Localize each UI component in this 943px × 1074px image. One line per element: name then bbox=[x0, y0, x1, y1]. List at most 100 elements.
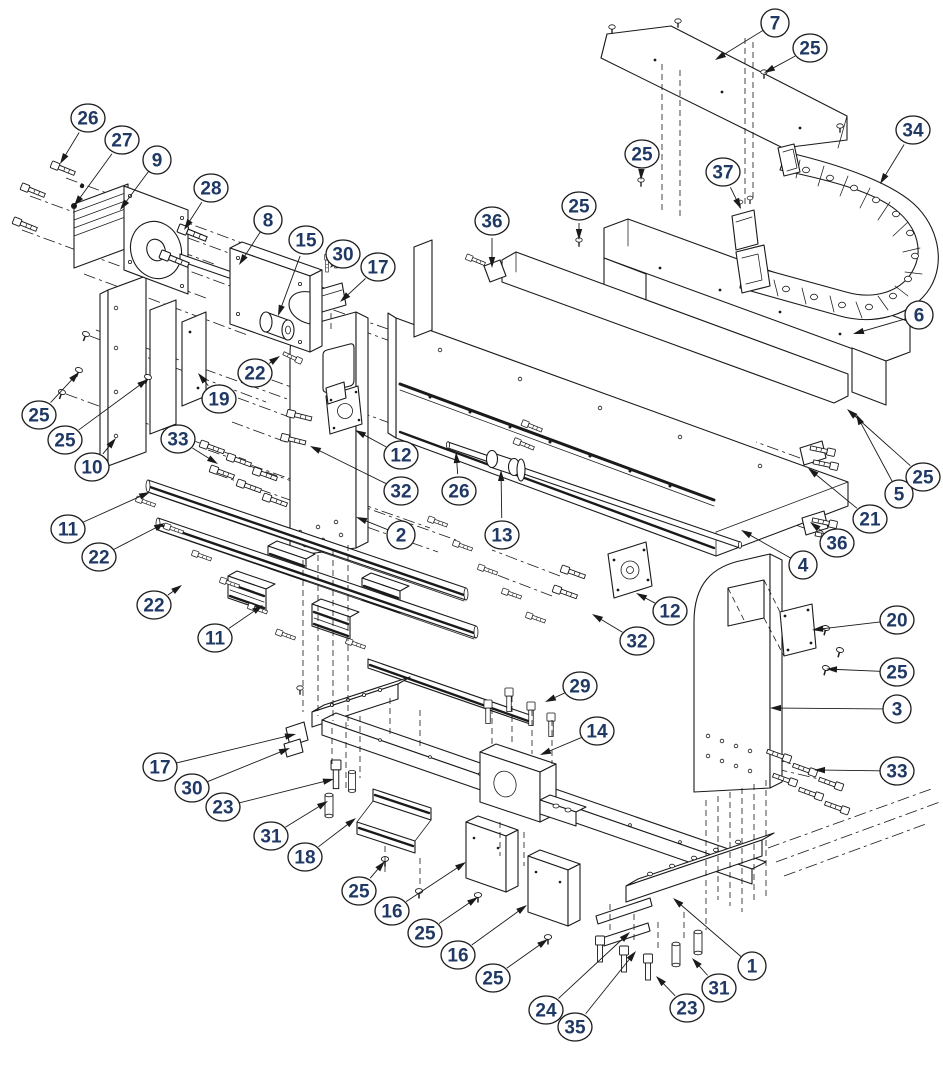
balloon-7: 7 bbox=[715, 8, 790, 60]
balloon-number: 2 bbox=[396, 526, 407, 547]
balloon-23: 23 bbox=[656, 976, 705, 1023]
balloon-10: 10 bbox=[74, 438, 116, 482]
balloon-number: 32 bbox=[626, 632, 647, 653]
balloon-number: 25 bbox=[28, 406, 50, 427]
balloon-number: 25 bbox=[631, 145, 653, 166]
balloon-number: 16 bbox=[381, 902, 402, 923]
balloon-31: 31 bbox=[253, 801, 328, 851]
balloon-number: 15 bbox=[295, 231, 317, 252]
balloon-number: 20 bbox=[886, 611, 907, 632]
balloon-number: 22 bbox=[244, 364, 265, 385]
limit-switch-lower bbox=[283, 721, 309, 758]
balloon-36: 36 bbox=[810, 522, 855, 558]
balloon-24: 24 bbox=[528, 932, 630, 1025]
balloon-number: 25 bbox=[568, 197, 590, 218]
balloon-11: 11 bbox=[197, 605, 263, 653]
balloon-19: 19 bbox=[198, 373, 237, 414]
balloon-number: 33 bbox=[886, 762, 907, 783]
ballscrew bbox=[445, 419, 743, 549]
shaft-coupling bbox=[259, 311, 304, 365]
balloon-number: 35 bbox=[564, 1018, 586, 1039]
balloon-number: 16 bbox=[447, 946, 468, 967]
balloon-number: 21 bbox=[859, 510, 881, 531]
chain-bracket bbox=[731, 195, 759, 251]
balloon-number: 33 bbox=[167, 430, 188, 451]
balloon-number: 36 bbox=[826, 534, 847, 555]
balloon-32: 32 bbox=[592, 614, 655, 656]
balloon-number: 1 bbox=[747, 957, 758, 978]
shim-plate bbox=[181, 311, 207, 407]
beam-top-slat bbox=[501, 251, 849, 404]
balloon-number: 36 bbox=[481, 212, 502, 233]
balloon-22: 22 bbox=[81, 523, 165, 572]
balloon-6: 6 bbox=[853, 300, 934, 335]
drag-chain bbox=[735, 143, 939, 320]
balloon-number: 25 bbox=[799, 39, 821, 60]
balloon-25: 25 bbox=[475, 939, 548, 993]
balloon-9: 9 bbox=[120, 145, 172, 210]
balloon-number: 25 bbox=[886, 663, 908, 684]
balloon-23: 23 bbox=[205, 778, 334, 822]
balloon-1: 1 bbox=[673, 898, 767, 981]
balloon-number: 27 bbox=[111, 131, 132, 152]
balloon-number: 26 bbox=[448, 482, 469, 503]
balloon-number: 25 bbox=[54, 431, 76, 452]
balloon-number: 14 bbox=[586, 722, 608, 743]
balloon-number: 25 bbox=[348, 882, 370, 903]
balloon-25: 25 bbox=[21, 372, 79, 430]
balloon-number: 25 bbox=[912, 468, 934, 489]
balloon-28: 28 bbox=[184, 173, 229, 230]
balloon-25: 25 bbox=[764, 33, 828, 73]
balloon-number: 3 bbox=[892, 700, 903, 721]
balloon-26: 26 bbox=[60, 103, 106, 164]
balloon-number: 23 bbox=[212, 798, 233, 819]
balloon-16: 16 bbox=[440, 905, 527, 970]
balloon-number: 26 bbox=[77, 109, 98, 130]
balloon-11: 11 bbox=[50, 492, 150, 544]
balloon-number: 23 bbox=[676, 999, 697, 1020]
main-beam bbox=[387, 239, 849, 557]
cover-plate bbox=[600, 25, 848, 149]
balloon-number: 6 bbox=[914, 306, 925, 327]
balloon-35: 35 bbox=[557, 951, 636, 1042]
balloon-18: 18 bbox=[287, 818, 356, 872]
bracket-18 bbox=[356, 788, 432, 854]
balloon-number: 5 bbox=[894, 485, 905, 506]
balloon-number: 13 bbox=[491, 526, 512, 547]
balloon-number: 17 bbox=[367, 258, 388, 279]
balloon-number: 17 bbox=[149, 758, 170, 779]
balloon-33: 33 bbox=[160, 424, 218, 464]
balloon-number: 4 bbox=[798, 556, 809, 577]
balloon-number: 30 bbox=[181, 779, 202, 800]
bearing-block bbox=[479, 743, 587, 827]
balloon-32: 32 bbox=[310, 446, 419, 506]
balloon-2: 2 bbox=[356, 517, 416, 550]
balloon-37: 37 bbox=[705, 157, 741, 209]
balloon-number: 8 bbox=[263, 211, 274, 232]
balloon-number: 34 bbox=[902, 121, 924, 142]
balloon-15: 15 bbox=[278, 225, 324, 316]
screws-33-left bbox=[198, 439, 289, 509]
balloon-number: 22 bbox=[88, 548, 109, 569]
access-cover bbox=[727, 579, 845, 677]
balloon-36: 36 bbox=[474, 206, 510, 268]
balloon-25: 25 bbox=[561, 191, 597, 240]
balloon-25: 25 bbox=[47, 379, 148, 455]
balloon-number: 9 bbox=[152, 151, 163, 172]
support-plate-left bbox=[99, 275, 177, 471]
balloon-26: 26 bbox=[441, 452, 477, 506]
balloon-number: 31 bbox=[260, 827, 282, 848]
balloon-31: 31 bbox=[692, 958, 737, 1003]
nut-block-upper bbox=[279, 381, 363, 447]
linear-rail-b bbox=[155, 517, 479, 640]
balloon-8: 8 bbox=[239, 205, 283, 265]
projection-lines bbox=[302, 38, 767, 952]
balloon-number: 12 bbox=[659, 602, 680, 623]
nut-block-lower bbox=[551, 541, 653, 601]
balloon-33: 33 bbox=[814, 756, 915, 786]
balloon-17: 17 bbox=[142, 733, 296, 782]
spacer-block-a bbox=[465, 815, 519, 893]
balloon-number: 12 bbox=[390, 446, 411, 467]
callout-balloons: 1234567891011111212131415161617171819202… bbox=[21, 8, 941, 1042]
